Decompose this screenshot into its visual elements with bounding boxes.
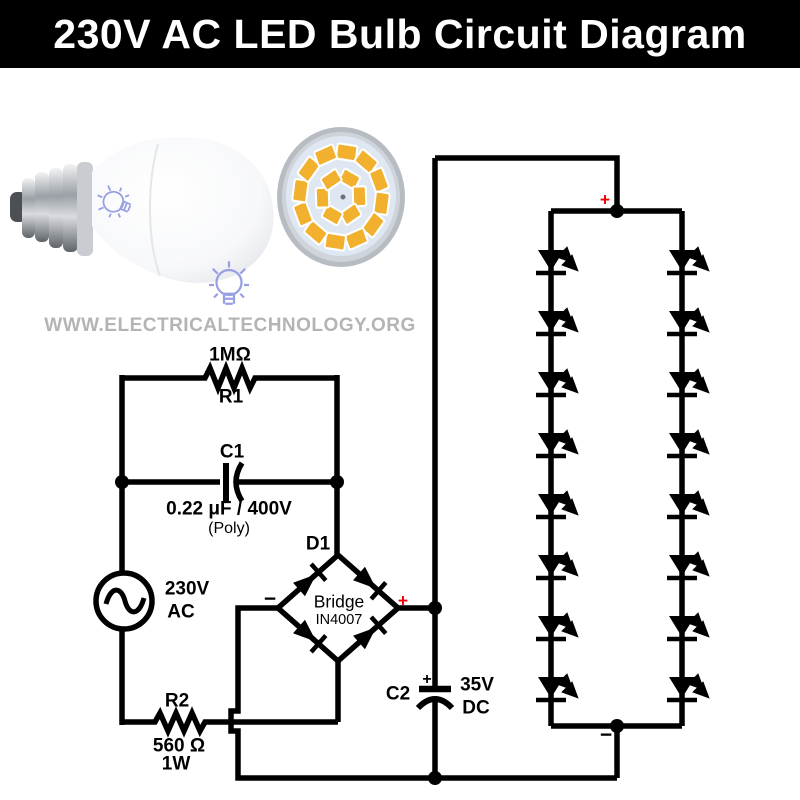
led-symbol — [667, 555, 706, 578]
led-bulb-photo — [10, 137, 274, 283]
c2-plus-label: + — [422, 671, 432, 688]
led-array-minus-label: − — [599, 723, 613, 747]
led-string-left — [536, 250, 575, 700]
r1-name-label: R1 — [218, 386, 244, 408]
led-symbol — [536, 372, 575, 395]
bridge-designator-label: D1 — [305, 533, 331, 555]
led-symbol — [536, 311, 575, 334]
led-symbol — [536, 677, 575, 700]
led-symbol — [667, 433, 706, 456]
led-symbol — [667, 372, 706, 395]
capacitor-c1-symbol — [223, 461, 245, 503]
r1-value-label: 1MΩ — [209, 344, 251, 366]
c2-name-label: C2 — [385, 683, 411, 705]
title-bar: 230V AC LED Bulb Circuit Diagram — [0, 0, 800, 68]
led-symbol — [667, 494, 706, 517]
source-voltage-label: 230V — [164, 578, 210, 600]
led-symbol — [667, 677, 706, 700]
led-array-plus-label: + — [599, 189, 611, 210]
c1-value-label: 0.22 μF / 400V — [166, 498, 292, 520]
led-symbol — [667, 250, 706, 273]
bridge-plus-label: + — [397, 590, 409, 611]
c1-type-label: (Poly) — [208, 520, 250, 537]
source-kind-label: AC — [167, 601, 195, 623]
led-symbol — [536, 555, 575, 578]
junction-dots — [115, 204, 624, 785]
bridge-rectifier-symbol — [273, 551, 403, 665]
ac-source-symbol — [93, 570, 155, 632]
led-string-right — [667, 250, 706, 700]
r2-power-label: 1W — [161, 753, 191, 775]
led-symbol — [536, 616, 575, 639]
c2-kind-label: DC — [462, 697, 490, 719]
capacitor-c2-symbol — [415, 685, 455, 711]
resistor-r1-symbol — [122, 360, 337, 396]
resistor-r2-symbol — [122, 706, 338, 738]
led-symbol — [536, 433, 575, 456]
bridge-part-label: IN4007 — [315, 611, 363, 628]
led-symbol — [536, 494, 575, 517]
led-symbol — [536, 250, 575, 273]
c1-name-label: C1 — [219, 441, 245, 463]
c2-voltage-label: 35V — [460, 674, 494, 696]
led-symbol — [667, 616, 706, 639]
r2-value-label: 560 Ω — [152, 735, 206, 757]
led-symbol — [667, 311, 706, 334]
page-title: 230V AC LED Bulb Circuit Diagram — [53, 10, 747, 57]
r2-name-label: R2 — [164, 690, 190, 712]
bridge-minus-label: − — [263, 587, 277, 611]
led-module-photo — [277, 127, 405, 267]
bridge-label: Bridge — [313, 591, 365, 612]
watermark-text: WWW.ELECTRICALTECHNOLOGY.ORG — [44, 315, 416, 336]
